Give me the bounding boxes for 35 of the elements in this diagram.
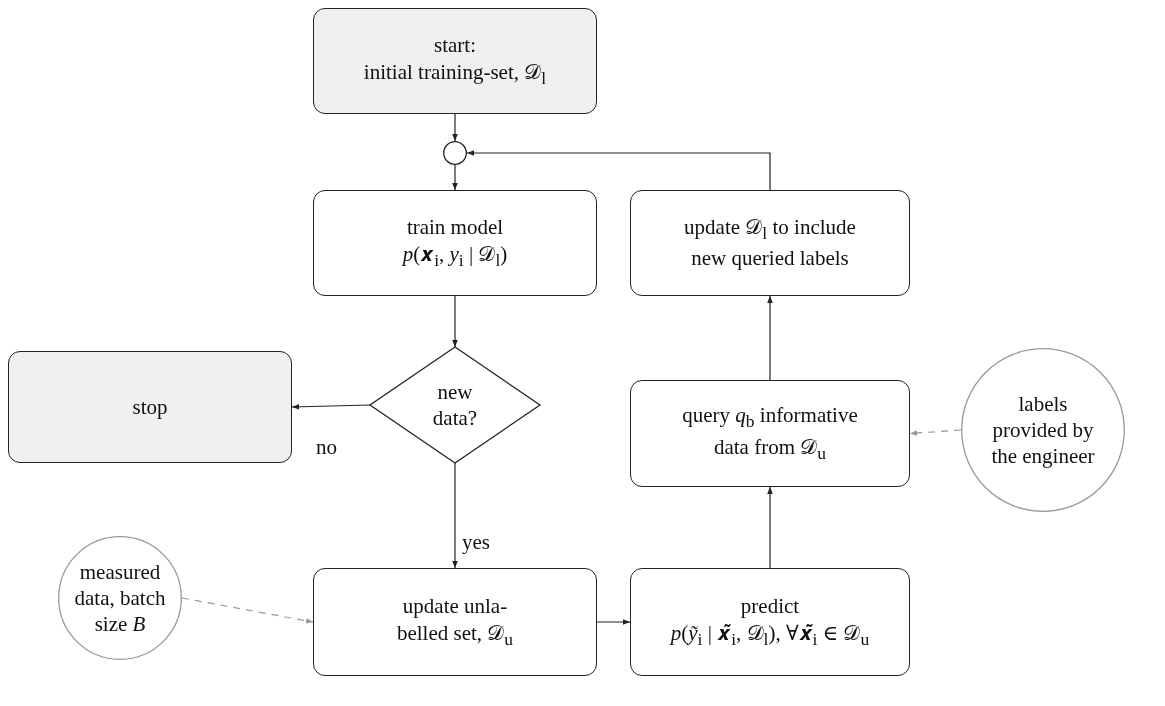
junction-circle (443, 141, 467, 165)
process-box (630, 190, 910, 296)
arrow (452, 462, 458, 569)
node-text: p(𝒙$_{i}$, y$_{i}$ | 𝒟$_{l}$) (402, 240, 508, 272)
node-text: p(ỹ$_{i}$ | 𝒙̃$_{i}$, 𝒟$_{l}$), ∀𝒙̃$_{i}$ ∈ 𝒟$_{u}$ (670, 619, 870, 651)
process-box (313, 568, 597, 676)
node-text: predict (740, 593, 800, 620)
start-box (313, 8, 597, 114)
node-text: new data? (431, 378, 479, 432)
arrow (466, 150, 771, 191)
node-text: measured data, batch size B (73, 558, 167, 638)
arrow (452, 113, 458, 142)
node-text: initial training-set, 𝒟$_{l}$ (363, 58, 547, 90)
arrow (291, 404, 371, 410)
arrow (452, 295, 458, 348)
node-text: labels provided by the engineer (990, 390, 1096, 470)
arrow (452, 164, 458, 191)
process-box (313, 190, 597, 296)
arrow (767, 295, 773, 381)
decision-diamond (370, 347, 540, 463)
arrow (596, 619, 631, 625)
node-text: update 𝒟$_{l}$ to include new queried labels (683, 214, 857, 272)
process-box (630, 380, 910, 487)
arrow (909, 429, 962, 436)
arrow (181, 597, 314, 624)
node-text: train model (406, 214, 504, 241)
arrow (767, 486, 773, 569)
input-circle (58, 536, 182, 660)
node-text: query q$_{b}$ informative data from 𝒟$_{u}$ (681, 402, 859, 465)
node-text: start: (434, 32, 476, 59)
node-text: update unla- belled set, 𝒟$_{u}$ (395, 593, 515, 651)
process-box (630, 568, 910, 676)
input-circle (961, 348, 1125, 512)
stop-box (8, 351, 292, 463)
node-text: stop (132, 393, 168, 421)
